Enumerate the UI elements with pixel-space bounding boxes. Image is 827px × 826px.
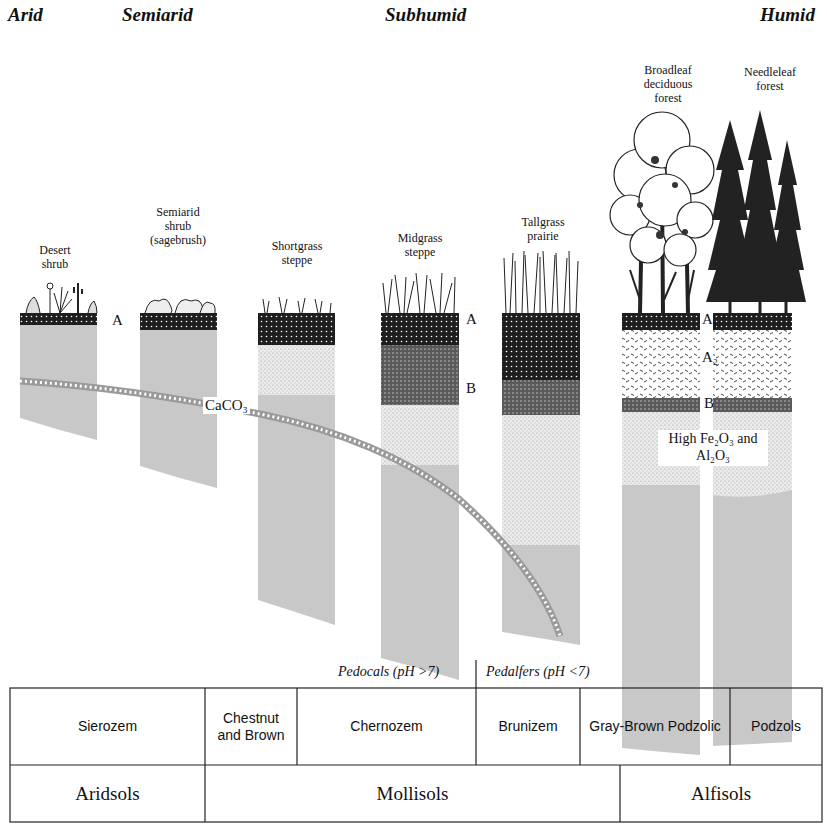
- climate-heading: Humid: [760, 4, 815, 26]
- vegetation-label: Desert shrub: [28, 244, 82, 272]
- climate-heading: Arid: [8, 4, 43, 26]
- horizon-label: A: [110, 312, 125, 329]
- caco3-label: CaCO₃: [203, 397, 250, 414]
- table-cell: Sierozem: [11, 689, 204, 764]
- caco3-line: [20, 381, 560, 636]
- horizon-label: A: [464, 311, 479, 328]
- broadleaf-trees: [610, 112, 714, 313]
- needleleaf-trees: [706, 110, 806, 313]
- oxide-note: High Fe₂O₃ and Al₂O₃: [658, 430, 768, 466]
- table-cell: Podzols: [731, 689, 821, 764]
- soil-group-label: Pedalfers (pH <7): [486, 664, 590, 680]
- vegetation-label: Shortgrass steppe: [264, 240, 330, 268]
- table-cell: Aridsols: [11, 766, 204, 821]
- table-cell: Alfisols: [621, 766, 821, 821]
- table-cell: Mollisols: [206, 766, 619, 821]
- table-cell: Gray-Brown Podzolic: [581, 689, 729, 764]
- horizon-label: B: [702, 395, 716, 412]
- vegetation-label: Tallgrass prairie: [508, 216, 578, 244]
- horizon-label: B: [464, 380, 478, 397]
- table-cell: Brunizem: [477, 689, 579, 764]
- vegetation-label: Broadleaf deciduous forest: [630, 64, 706, 105]
- vegetation-label: Needleleaf forest: [735, 66, 805, 94]
- table-lines: [10, 660, 822, 822]
- table-cell: Chernozem: [298, 689, 475, 764]
- soil-group-label: Pedocals (pH >7): [338, 664, 439, 680]
- climate-heading: Subhumid: [385, 4, 466, 26]
- vegetation-label: Semiarid shrub (sagebrush): [145, 206, 211, 247]
- soil-columns: [20, 313, 792, 755]
- table-cell: Chestnut and Brown: [206, 689, 296, 764]
- horizon-label: A₁: [700, 311, 720, 328]
- climate-heading: Semiarid: [122, 4, 193, 26]
- vegetation-label: Midgrass steppe: [387, 232, 453, 260]
- horizon-label: A₂: [700, 349, 720, 366]
